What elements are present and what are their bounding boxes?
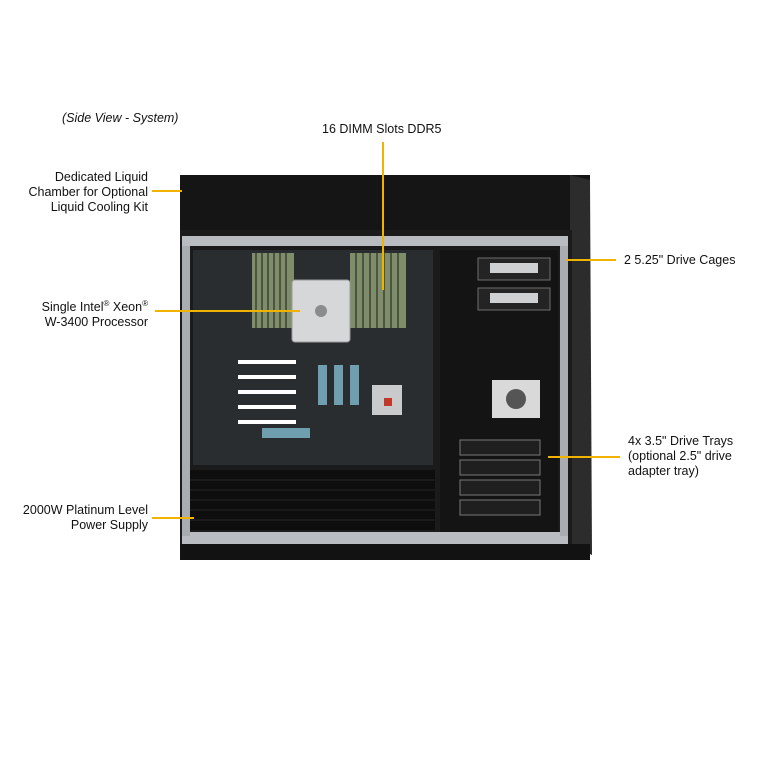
label-drive-trays: 4x 3.5" Drive Trays (optional 2.5" drive… xyxy=(628,434,734,478)
base xyxy=(180,544,590,560)
m2-modules xyxy=(262,365,359,438)
right-rail xyxy=(560,246,568,536)
left-rail xyxy=(182,246,190,536)
label-power-supply: 2000W Platinum Level Power Supply xyxy=(22,503,148,532)
label-cpu: Single Intel® Xeon® W-3400 Processor xyxy=(41,299,148,330)
label-dimm-slots: 16 DIMM Slots DDR5 xyxy=(322,122,442,136)
caption: (Side View - System) xyxy=(62,111,179,125)
top-rail xyxy=(182,236,568,246)
drive-trays xyxy=(459,439,541,516)
leader-lines xyxy=(152,142,620,519)
chassis-top xyxy=(180,175,590,233)
dimm-slots xyxy=(252,253,406,328)
pcie-slots xyxy=(238,360,296,424)
chassis-side-panel xyxy=(570,175,592,555)
label-liquid-chamber: Dedicated Liquid Chamber for Optional Li… xyxy=(28,170,148,214)
bottom-rail xyxy=(182,532,568,544)
label-drive-cages: 2 5.25" Drive Cages xyxy=(624,253,736,267)
